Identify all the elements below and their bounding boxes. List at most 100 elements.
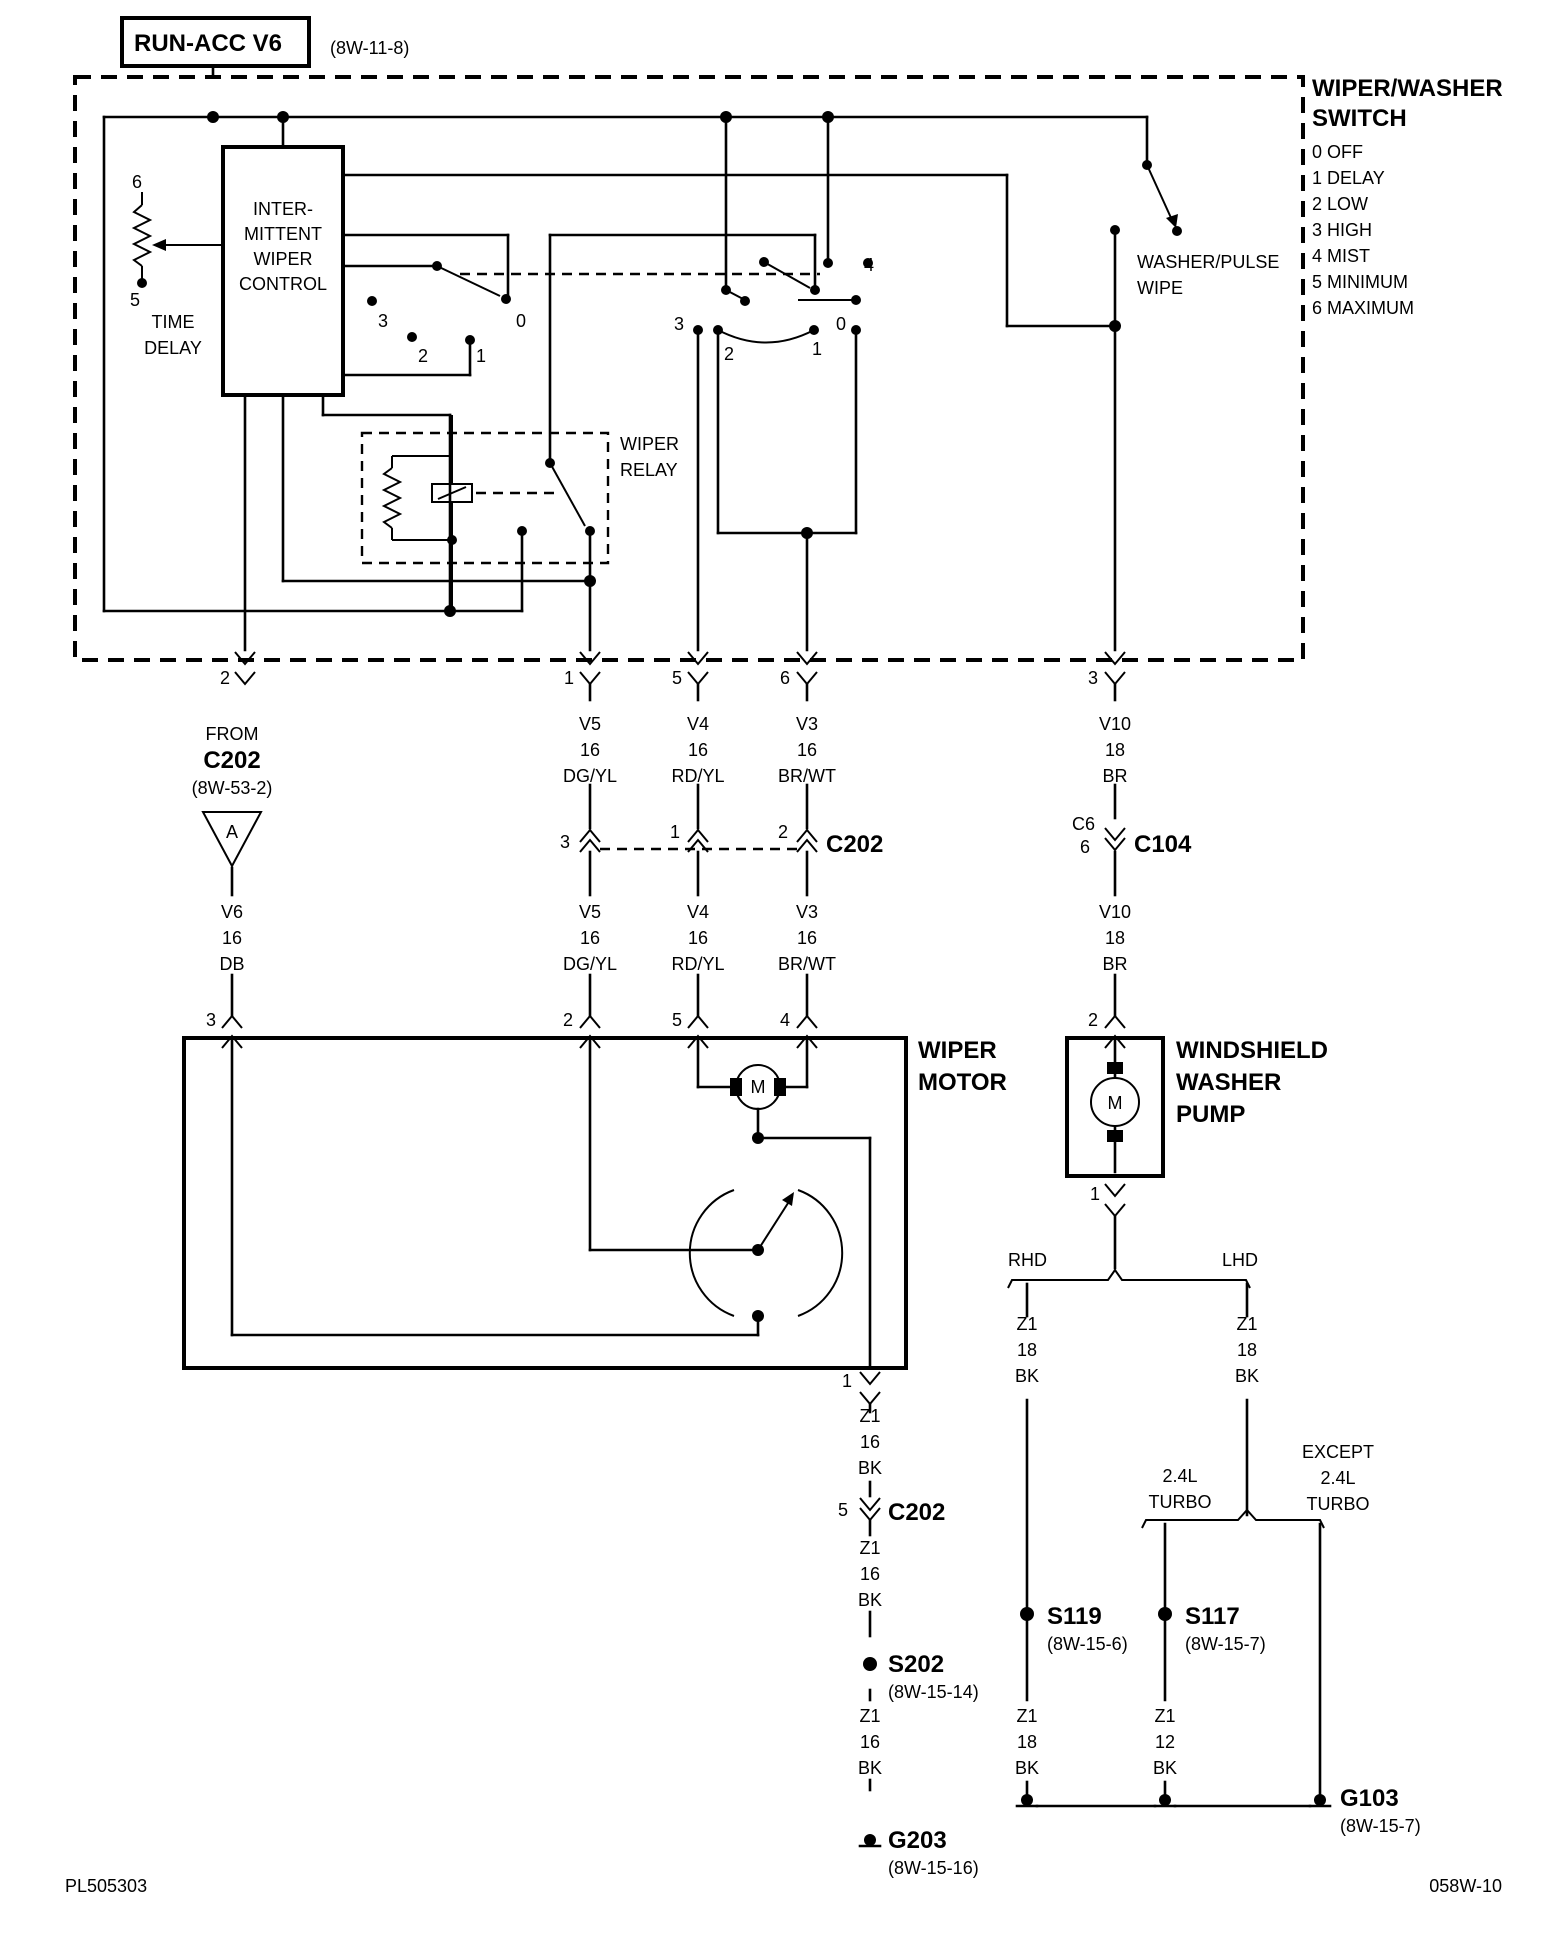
switch-pin-2: 2 — [220, 668, 230, 688]
c202-label: C202 — [826, 831, 883, 858]
g203-ref: (8W-15-16) — [888, 1858, 979, 1878]
from-c202-ref: (8W-53-2) — [192, 778, 273, 798]
wire-z1-gauge: 18 — [1017, 1732, 1037, 1752]
intermittent-wiper-control-box — [221, 145, 345, 397]
wire-v3-gauge: 16 — [797, 740, 817, 760]
washer-pump-title: WASHER — [1176, 1069, 1281, 1096]
switch-position: 5 MINIMUM — [1312, 272, 1408, 292]
lhd-label: LHD — [1222, 1250, 1258, 1270]
wire-labels-upper: V5 16 DG/YL V4 16 RD/YL V3 16 BR/WT V10 … — [563, 714, 1131, 786]
switch-pin-5: 5 — [672, 668, 682, 688]
from-c202-label: FROM — [206, 724, 259, 744]
pot-max-label: 6 — [132, 172, 142, 192]
wire-v5-gauge: 16 — [580, 928, 600, 948]
switch-position: 0 OFF — [1312, 142, 1363, 162]
from-c202-connector: C202 — [203, 747, 260, 774]
wire-z1-circuit: Z1 — [1154, 1706, 1175, 1726]
pump-pin-1: 1 — [1090, 1184, 1100, 1204]
wire-z1-circuit: Z1 — [1016, 1314, 1037, 1334]
wire-z1-circuit: Z1 — [1016, 1706, 1037, 1726]
wire-labels-lower: V5 16 DG/YL V4 16 RD/YL V3 16 BR/WT V10 … — [219, 902, 1131, 974]
switch-position: 4 MIST — [1312, 246, 1370, 266]
wire-z1-circuit: Z1 — [859, 1706, 880, 1726]
s119-label: S119 — [1047, 1603, 1102, 1630]
switch-position: 2 LOW — [1312, 194, 1368, 214]
motor-pin-1: 1 — [842, 1371, 852, 1391]
wiper-motor-ground-terminal — [859, 1371, 881, 1406]
washer-pump-title: PUMP — [1176, 1101, 1245, 1128]
footer-left-code: PL505303 — [65, 1876, 147, 1896]
wire-v5-circuit: V5 — [579, 714, 601, 734]
footer-right-code: 058W-10 — [1429, 1876, 1502, 1896]
s117-label: S117 — [1185, 1603, 1240, 1630]
washer-pulse-label: WASHER/PULSE — [1137, 252, 1279, 272]
pump-ground-split — [1007, 1214, 1332, 1808]
time-delay-label: DELAY — [144, 338, 202, 358]
switch-pin-1: 1 — [564, 668, 574, 688]
c104-cavity-2: 6 — [1080, 837, 1090, 857]
wire-z1-color: BK — [858, 1458, 882, 1478]
harness-wires-lower — [230, 850, 1117, 1018]
wire-z1-gauge: 12 — [1155, 1732, 1175, 1752]
right-switch-pos-2: 2 — [724, 344, 734, 364]
c202-pin-v5: 3 — [560, 832, 570, 852]
except-turbo-label: EXCEPT — [1302, 1442, 1374, 1462]
wire-v4-circuit: V4 — [687, 902, 709, 922]
switch-connector-terminals — [234, 651, 1126, 686]
switch-pin-6: 6 — [780, 668, 790, 688]
wire-v6-color: DB — [219, 954, 244, 974]
control-label-line: WIPER — [253, 249, 312, 269]
washer-pump-title: WINDSHIELD — [1176, 1037, 1328, 1064]
motor-pin-2: 2 — [563, 1010, 573, 1030]
wire-z1-color: BK — [858, 1590, 882, 1610]
motor-pin-4: 4 — [780, 1010, 790, 1030]
wire-v4-gauge: 16 — [688, 928, 708, 948]
pump-pin-2: 2 — [1088, 1010, 1098, 1030]
c202-ground-label: C202 — [888, 1499, 945, 1526]
wire-z1-color: BK — [858, 1758, 882, 1778]
switch-position-list: 0 OFF 1 DELAY 2 LOW 3 HIGH 4 MIST 5 MINI… — [1312, 142, 1414, 318]
wire-z1-gauge: 16 — [860, 1432, 880, 1452]
wire-v10-gauge: 18 — [1105, 740, 1125, 760]
switch-position: 3 HIGH — [1312, 220, 1372, 240]
wire-z1-circuit: Z1 — [859, 1538, 880, 1558]
right-switch-pos-4: 4 — [864, 255, 874, 275]
s117-ref: (8W-15-7) — [1185, 1634, 1266, 1654]
c202-connector-upper — [579, 828, 818, 853]
washer-pump-box — [1065, 1036, 1165, 1178]
s202-ref: (8W-15-14) — [888, 1682, 979, 1702]
harness-wires-upper — [588, 682, 1117, 830]
turbo-label: 2.4L — [1162, 1466, 1197, 1486]
left-switch-pos-0: 0 — [516, 311, 526, 331]
wiper-relay-label: WIPER — [620, 434, 679, 454]
wiper-motor-ground-path — [858, 1402, 882, 1848]
left-switch-pos-2: 2 — [418, 346, 428, 366]
wire-v10-color: BR — [1102, 954, 1127, 974]
wire-z1-color: BK — [1015, 1366, 1039, 1386]
wiper-relay-boundary — [360, 431, 610, 565]
c104-cavity-1: C6 — [1072, 814, 1095, 834]
switch-title-line1: WIPER/WASHER — [1312, 75, 1503, 102]
wire-v4-gauge: 16 — [688, 740, 708, 760]
control-label-line: INTER- — [253, 199, 313, 219]
wire-v5-color: DG/YL — [563, 766, 617, 786]
right-switch-pos-3: 3 — [674, 314, 684, 334]
left-switch-pos-3: 3 — [378, 311, 388, 331]
s202-label: S202 — [888, 1651, 944, 1678]
wire-v5-circuit: V5 — [579, 902, 601, 922]
wire-v4-color: RD/YL — [671, 766, 724, 786]
from-c202-marker: A — [226, 822, 238, 842]
wire-z1-gauge: 16 — [860, 1732, 880, 1752]
wire-v3-circuit: V3 — [796, 902, 818, 922]
g203-label: G203 — [888, 1827, 947, 1854]
delay-select-switch — [367, 261, 820, 345]
wire-v10-circuit: V10 — [1099, 902, 1131, 922]
except-turbo-label: 2.4L — [1320, 1468, 1355, 1488]
control-label-line: MITTENT — [244, 224, 322, 244]
wire-v3-gauge: 16 — [797, 928, 817, 948]
wiper-relay — [381, 415, 595, 611]
wire-v6-gauge: 16 — [222, 928, 242, 948]
wire-v4-circuit: V4 — [687, 714, 709, 734]
wire-z1-circuit: Z1 — [1236, 1314, 1257, 1334]
